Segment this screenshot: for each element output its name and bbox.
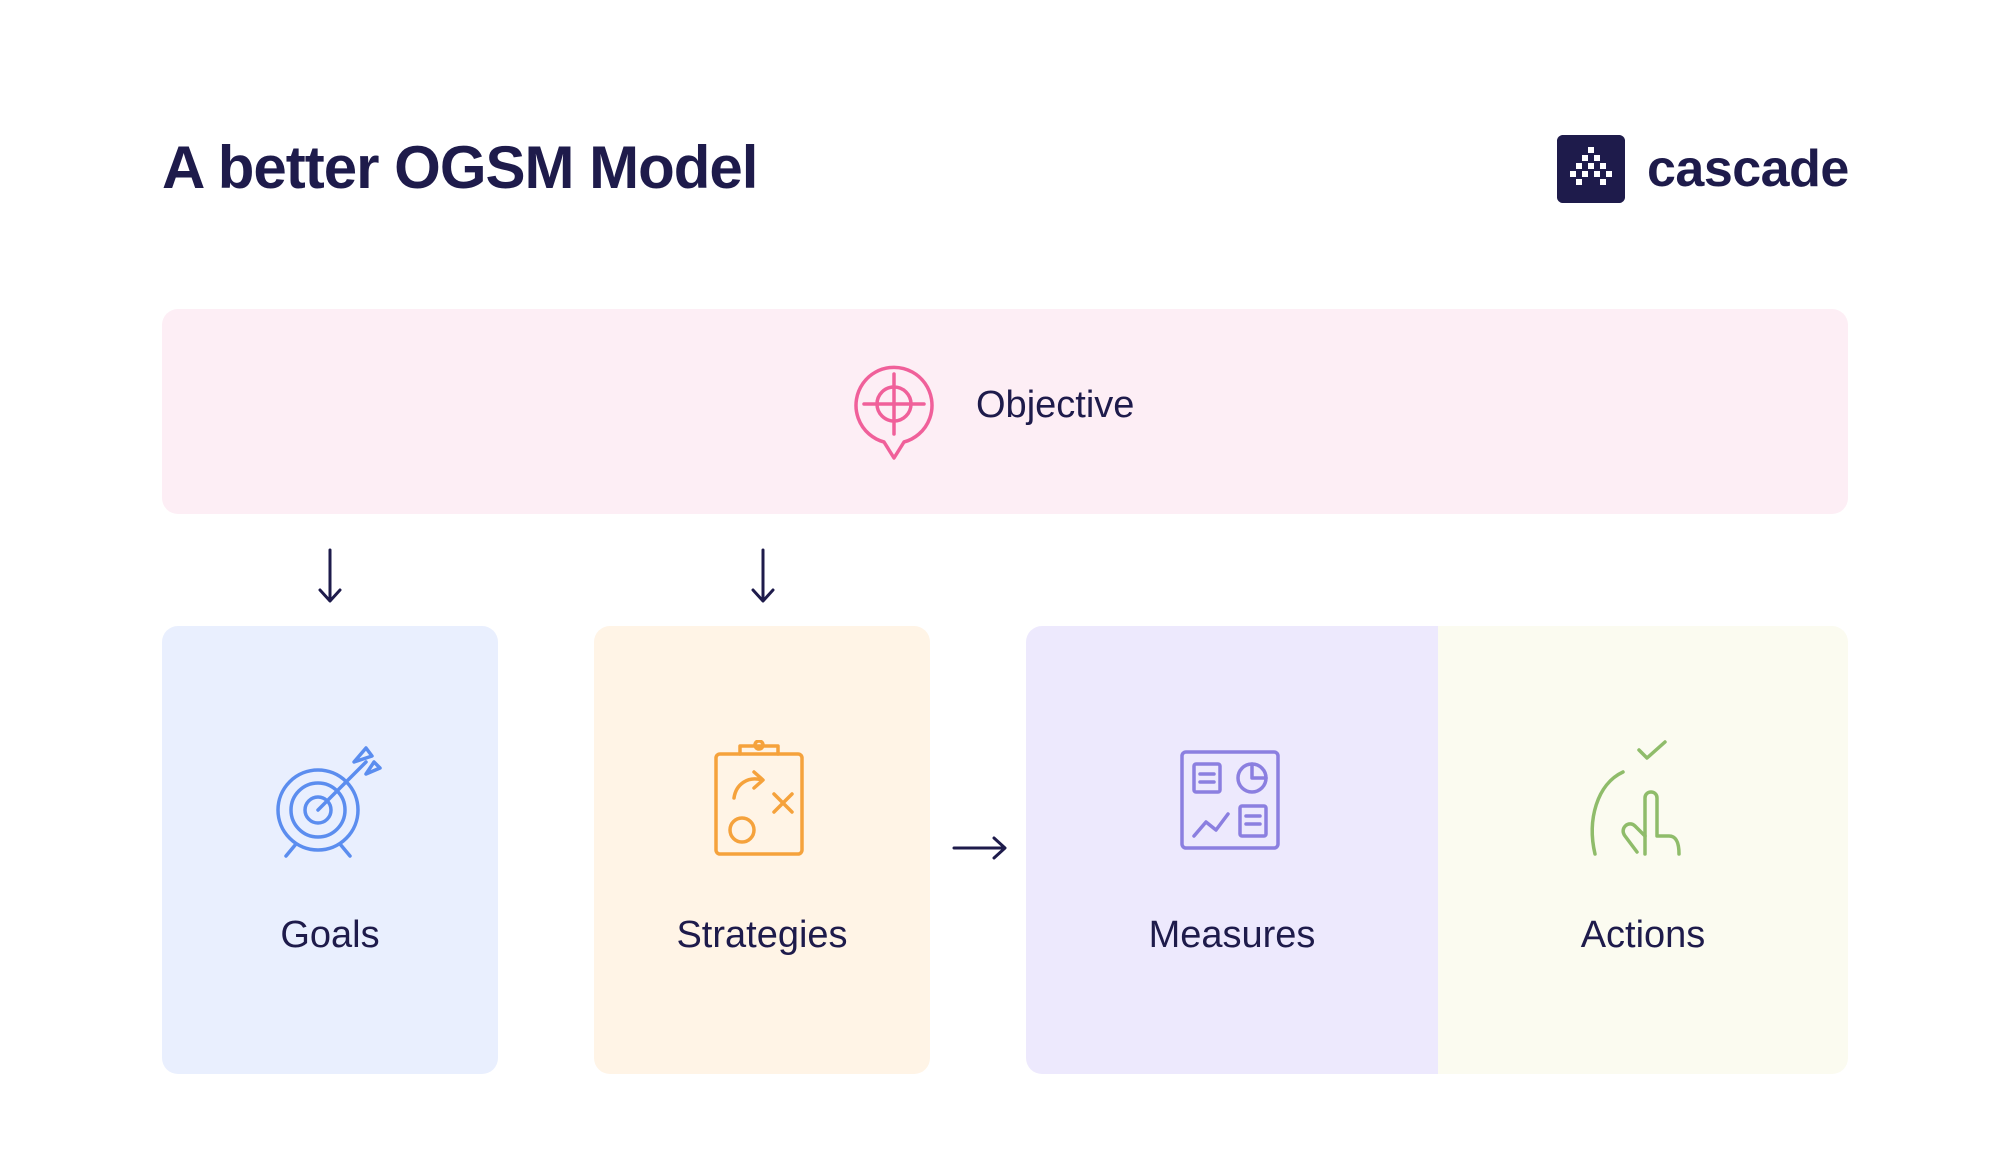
objective-box (162, 309, 1848, 514)
cascade-logo-icon (1557, 135, 1625, 203)
goals-card: Goals (162, 626, 498, 1074)
dartboard-icon (276, 746, 382, 858)
strategies-card: Strategies (594, 626, 930, 1074)
measures-label: Measures (1148, 914, 1316, 956)
arrow-down-icon (751, 548, 775, 603)
dashboard-icon (1180, 750, 1280, 850)
clipboard-plan-icon (714, 740, 804, 856)
measures-card: Measures (1026, 626, 1438, 1074)
brand-name: cascade (1647, 140, 1849, 198)
page-title: A better OGSM Model (162, 134, 758, 201)
actions-label: Actions (1580, 914, 1706, 956)
brand: cascade (1557, 135, 1849, 203)
actions-card: Actions (1438, 626, 1848, 1074)
tap-check-icon (1590, 740, 1681, 856)
strategies-label: Strategies (676, 914, 848, 956)
location-target-icon (854, 365, 934, 460)
arrow-right-icon (952, 836, 1007, 860)
objective-label: Objective (976, 384, 1135, 426)
goals-label: Goals (280, 914, 380, 956)
arrow-down-icon (318, 548, 342, 603)
